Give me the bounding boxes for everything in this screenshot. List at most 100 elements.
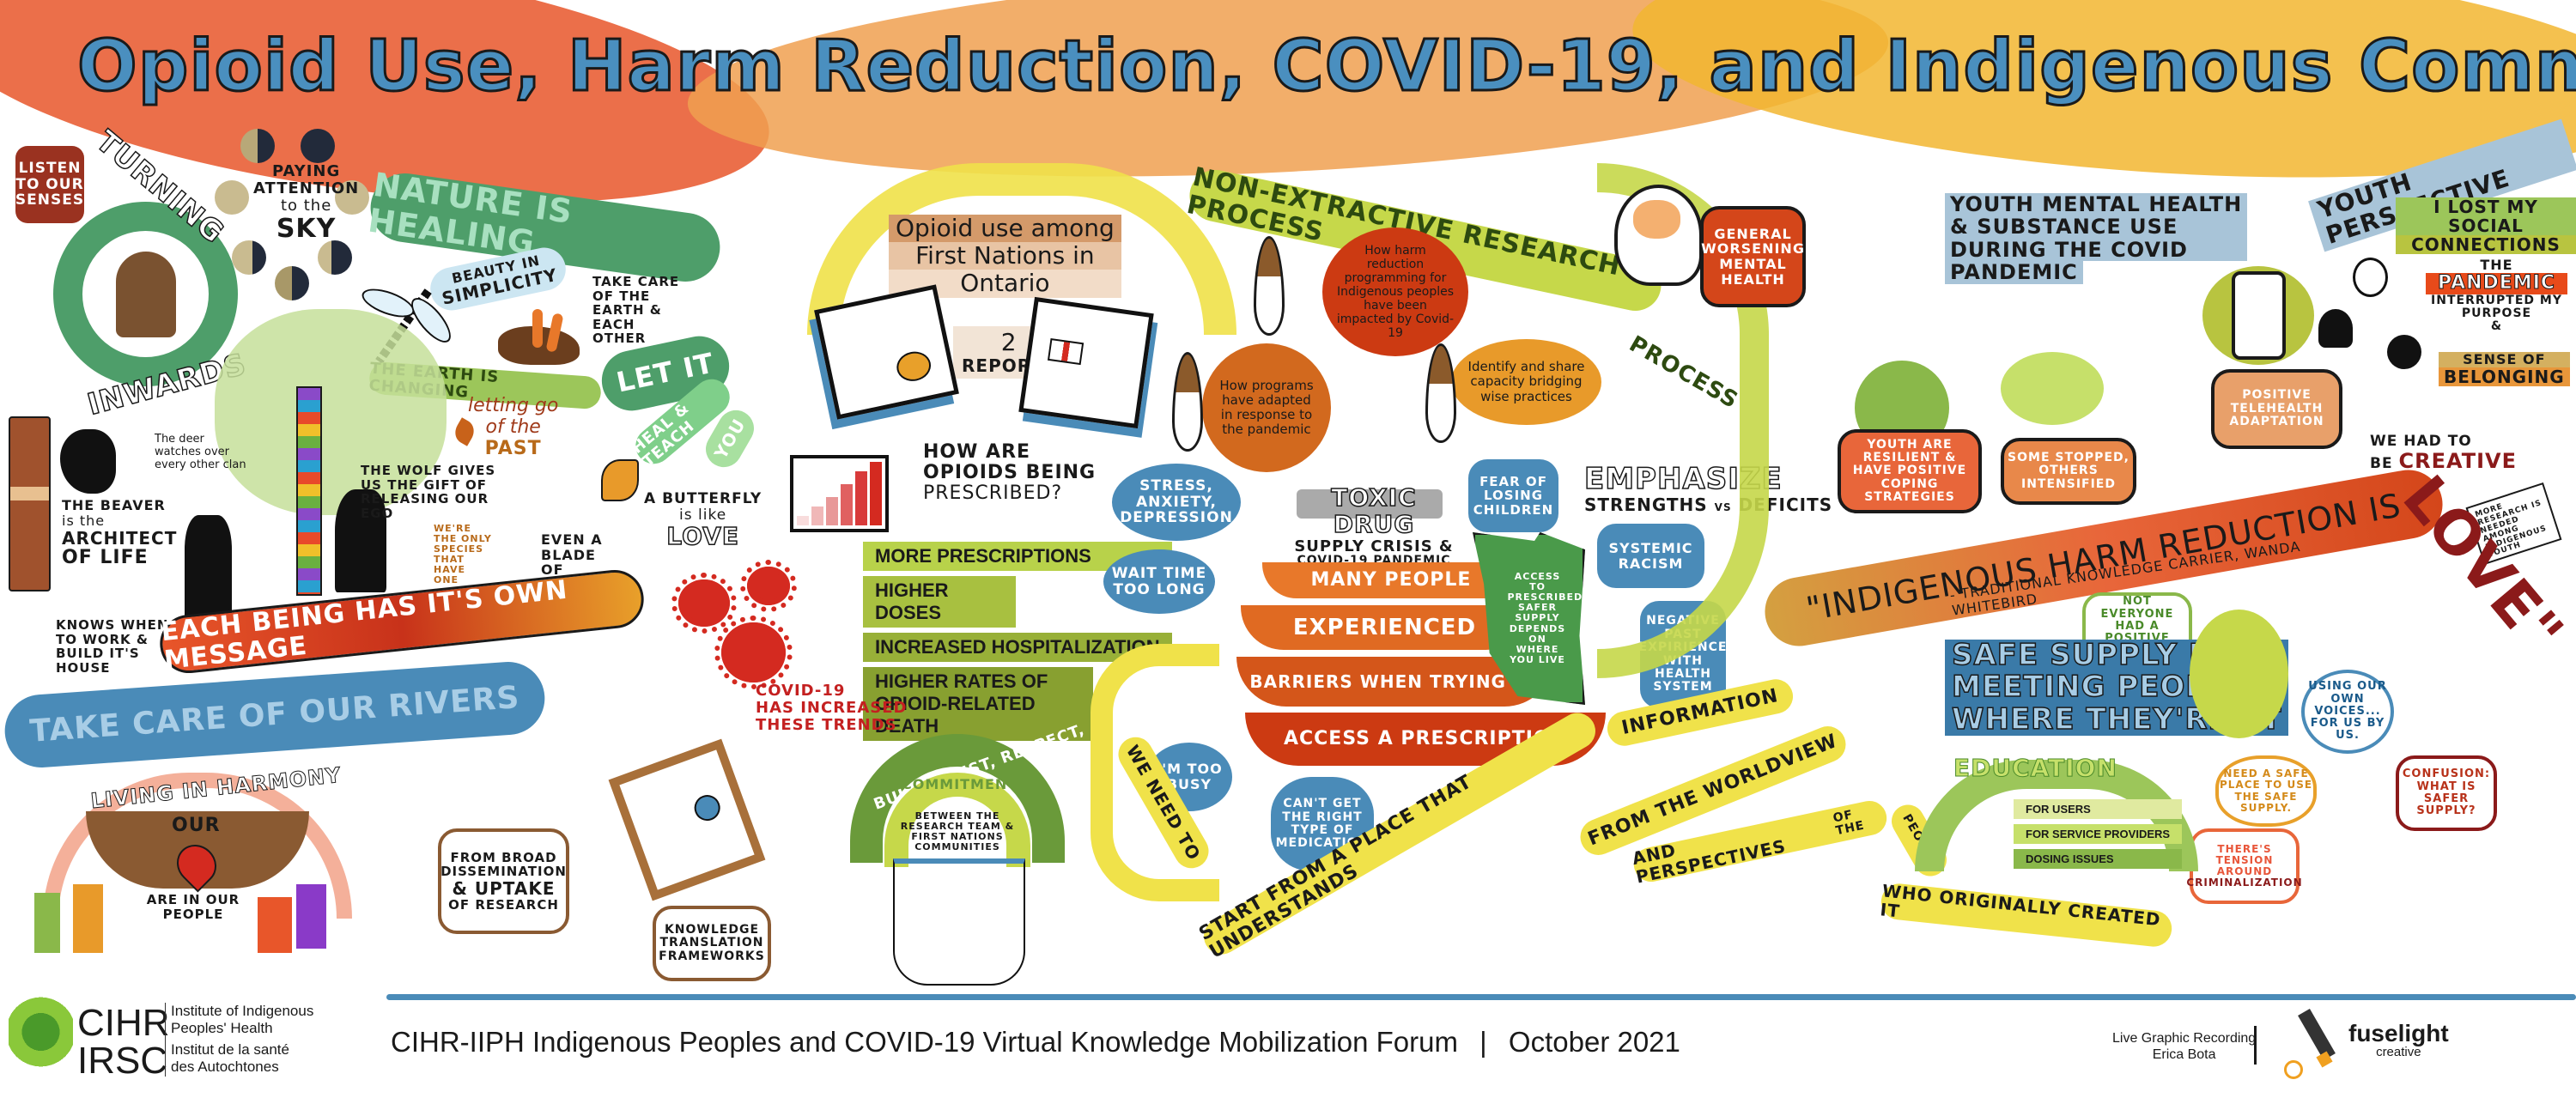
opioid-line1: Opioid use among (889, 214, 1121, 243)
fuselight-wordmark: fuselight creative (2348, 1022, 2449, 1059)
institute-fr-2: des Autochtones (171, 1059, 279, 1076)
telehealth-label: Positive telehealth adaptation (2229, 388, 2324, 429)
deer-silhouette-icon (185, 515, 232, 627)
moon-phases-icon (215, 129, 369, 300)
lost-connections-text: I lost my social connections (2396, 197, 2576, 254)
some-stopped-label: Some stopped, others intensified (2008, 450, 2129, 491)
creative-line1: We had to (2370, 433, 2472, 450)
trend-item: Increased hospitalization (863, 633, 1172, 662)
event-date: October 2021 (1508, 1026, 1680, 1058)
bar-chart-icon (790, 455, 889, 532)
safe-place-label: Need a safe place to use the safe supply… (2219, 767, 2313, 814)
letting-go-text: letting go of the Past (468, 395, 558, 459)
dissem-line3: & Uptake (452, 877, 556, 899)
confusion-bubble: Confusion: What is safer supply? (2396, 755, 2497, 831)
trend-item: Higher rates of opioid-related death (863, 667, 1093, 741)
letting-line1: letting go (468, 395, 559, 416)
butterfly-icon (601, 459, 639, 501)
trend-item: Higher doses (863, 576, 1016, 628)
kt-line2: Translation (659, 936, 764, 950)
holding-hands-icon (893, 858, 1025, 986)
ribbon-text: who originally created it (1879, 880, 2162, 931)
wait-time-label: Wait time too long (1111, 564, 1207, 598)
beaver-icon (60, 429, 116, 494)
knows-when-text: Knows when to work & build it's house (56, 617, 169, 676)
recording-line1: Live Graphic Recording (2112, 1031, 2257, 1046)
institute-en-1: Institute of Indigenous (171, 1003, 314, 1019)
education-list: For users For service providers Dosing i… (2014, 794, 2183, 874)
report-document-pie-icon (814, 284, 959, 420)
deer-watches-text: The deer watches over every other clan (155, 433, 246, 471)
wolf-silhouette-icon (335, 489, 386, 592)
credit-separator (2254, 1026, 2257, 1065)
dissem-line1: From broad (450, 849, 557, 865)
cant-get-label: Can't get the right type of medication (1275, 797, 1370, 851)
had-to-be-creative-text: We had to be Creative (2370, 434, 2517, 472)
tension-line1: There's tension (2215, 842, 2274, 866)
paying-line2: Attention (253, 179, 360, 197)
institute-fr-1: Institut de la santé (171, 1040, 289, 1058)
education-item: Dosing issues (2014, 849, 2183, 869)
how-line3: prescribed? (923, 482, 1063, 505)
programs-adapted-circle: How programs have adapted in response to… (1202, 343, 1331, 472)
listen-label: Listen to our senses (15, 159, 85, 209)
fear-losing-bubble: Fear of losing children (1468, 459, 1558, 532)
interrupted-label: interrupted my purpose (2431, 293, 2562, 320)
pandemic-label: Pandemic (2426, 272, 2567, 294)
footer-divider (386, 994, 2576, 1000)
belonging-line2: Belonging (2439, 367, 2570, 386)
brand-sub: creative (2376, 1045, 2421, 1059)
stripe-label: Experienced (1292, 614, 1477, 640)
beaver-line1: The Beaver (62, 497, 166, 513)
love-word: Love" (2389, 462, 2576, 668)
institute-en-2: Peoples' Health (171, 1020, 273, 1037)
covid-increased-text: COVID-19 has increased these trends (756, 682, 908, 733)
circle-text: Identify and share capacity bridging wis… (1467, 359, 1585, 404)
ymh-line1: Youth Mental Health (1945, 193, 2248, 215)
take-care-rivers-ribbon: Take Care of Our Rivers (2, 659, 548, 770)
kt-line1: Knowledge (664, 922, 760, 937)
page-title: Opioid Use, Harm Reduction, COVID-19, an… (76, 25, 2576, 109)
beaver-line2: is the (62, 512, 106, 529)
wise-practices-circle: Identify and share capacity bridging wis… (1451, 339, 1601, 425)
butterfly-line2: is like (679, 506, 727, 524)
bc-map-text: Access to prescribed safer supply depend… (1507, 571, 1583, 665)
stripe-label: Barriers when trying to (1249, 671, 1541, 692)
each-being-label: Each Being Has It's Own Message (159, 574, 569, 676)
youth-resilient-box: Youth are resilient & have positive copi… (1838, 429, 1982, 513)
wolf-gift-text: The wolf gives us the gift of releasing … (361, 463, 496, 521)
harm-reduction-impact-circle: How harm reduction programming for Indig… (1322, 227, 1468, 356)
wait-time-bubble: Wait time too long (1103, 549, 1215, 614)
covid-line3: these trends (756, 715, 897, 734)
between-text: Between the Research Team & First Nation… (897, 810, 1018, 853)
education-item: For service providers (2014, 824, 2183, 844)
some-stopped-box: Some stopped, others intensified (2001, 438, 2136, 505)
covid-line1: COVID-19 (756, 682, 846, 700)
irsc-text: IRSC (77, 1040, 168, 1082)
event-name: CIHR-IIPH Indigenous Peoples and COVID-1… (391, 1026, 1458, 1058)
stress-label: Stress, Anxiety, Depression (1120, 476, 1233, 527)
opioid-line3: Ontario (889, 270, 1121, 298)
our-text: Our (172, 815, 221, 836)
between-line3: First Nations Communities (911, 831, 1004, 853)
person-hugging-icon (115, 251, 176, 337)
stripe-label: Many people (1310, 568, 1472, 591)
feather-icon (1172, 352, 1203, 452)
belonging-line1: Sense of (2439, 352, 2570, 367)
ymh-line2: & Substance Use (1945, 215, 2248, 239)
beaver-line4: of Life (62, 546, 149, 568)
paying-attention-text: Paying Attention to the Sky (253, 163, 360, 244)
between-line2: Research Team & (900, 821, 1015, 833)
take-care-rivers-label: Take Care of Our Rivers (28, 679, 521, 749)
institute-names: Institute of Indigenous Peoples' Health … (165, 1003, 313, 1077)
kt-frameworks-box: Knowledge Translation Frameworks (653, 906, 771, 981)
safe-place-bubble: Need a safe place to use the safe supply… (2215, 755, 2317, 827)
the-label: The (2480, 257, 2513, 273)
how-line1: How are (923, 441, 1031, 463)
fear-label: Fear of losing children (1473, 473, 1554, 518)
creative-line2: be (2370, 454, 2393, 472)
you-label: You (710, 415, 750, 463)
dissem-line4: of Research (448, 896, 559, 913)
education-label: Education (1953, 754, 2117, 782)
youth-resilient-label: Youth are resilient & have positive copi… (1852, 437, 1967, 505)
